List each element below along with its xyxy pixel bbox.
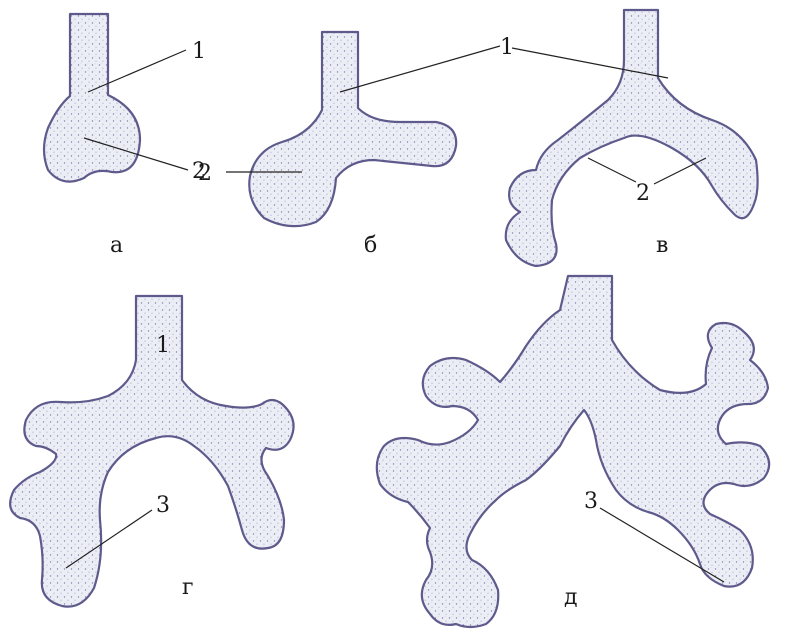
panel-g-callout-1: 1 (156, 333, 170, 358)
panel-v-callout-2: 2 (636, 181, 650, 206)
panel-b-label: б (364, 233, 377, 258)
panel-b: 2 б (198, 32, 500, 258)
panel-v-callout-1: 1 (500, 35, 514, 60)
panel-a-lung-bud (44, 14, 140, 182)
panel-d-callout-3: 3 (584, 489, 598, 514)
panel-b-lung-bud (249, 32, 456, 226)
panel-v-label: в (656, 233, 668, 258)
panel-a-callout-2: 2 (192, 159, 206, 184)
panel-d-label: д (564, 585, 578, 610)
panel-v-leader-2b (654, 158, 706, 184)
panel-g: 1 3 г (10, 296, 293, 607)
panel-a: 1 а (44, 14, 206, 258)
panel-v-lung-bud (506, 10, 758, 266)
panel-a-callout-1: 1 (192, 39, 206, 64)
panel-g-label: г (182, 575, 194, 600)
panel-v-leader-2a (588, 158, 636, 182)
panel-d: 3 д (377, 276, 769, 627)
panel-g-lung (10, 296, 293, 607)
panel-b-leader-1 (340, 46, 500, 92)
panel-v: 1 2 в (500, 10, 758, 266)
panel-g-callout-3: 3 (156, 493, 170, 518)
panel-a-label: а (110, 233, 123, 258)
